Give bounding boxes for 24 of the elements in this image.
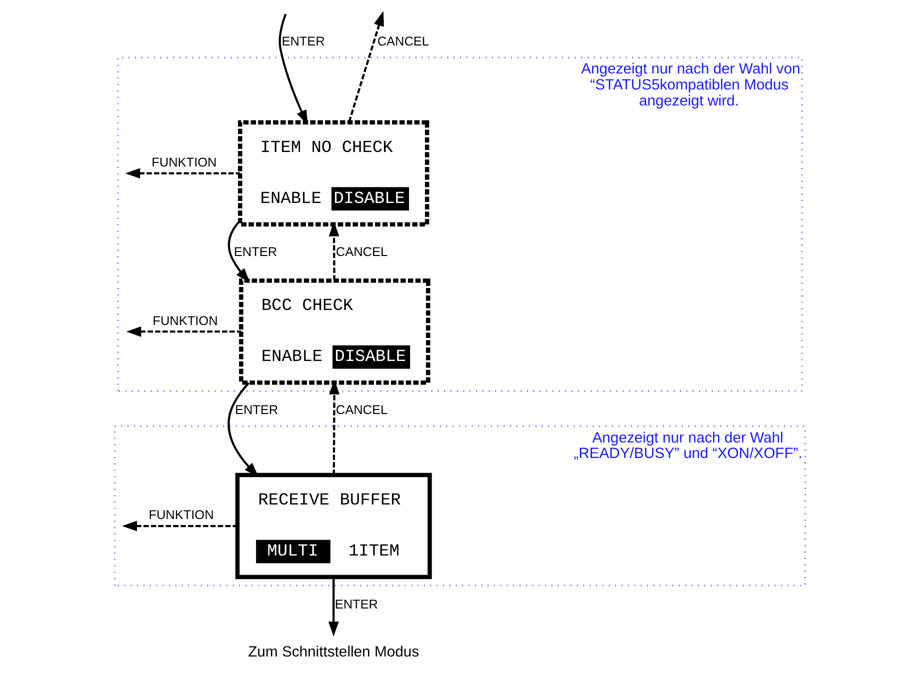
arrow (125, 168, 240, 179)
arrow (328, 577, 339, 636)
edge-label: CANCEL (377, 33, 429, 48)
edge-label: ENTER (234, 244, 278, 259)
arrow (228, 382, 259, 478)
edge-label: ENTER (234, 402, 278, 418)
edge-label: CANCEL (336, 402, 388, 418)
arrow (126, 326, 242, 337)
arrow (348, 11, 384, 123)
edge-label: FUNKTION (152, 312, 218, 328)
node-box: BCC CHECK ENABLE DISABLE (239, 278, 430, 385)
arrow (329, 379, 340, 475)
edge-label: CANCEL (336, 244, 388, 259)
edge-label: ENTER (334, 596, 378, 612)
arrow (228, 220, 250, 283)
arrow (328, 221, 340, 280)
edge-label: ENTER (282, 33, 325, 48)
node-box: RECEIVE BUFFER MULTI 1ITEM (235, 472, 432, 580)
arrow (278, 14, 308, 126)
arrow (122, 520, 238, 532)
node-box: ITEM NO CHECK ENABLE DISABLE (238, 120, 430, 226)
edge-label: FUNKTION (152, 154, 217, 170)
edge-label: FUNKTION (148, 507, 214, 522)
node-text: Zum Schnittstellen Modus (248, 644, 420, 660)
